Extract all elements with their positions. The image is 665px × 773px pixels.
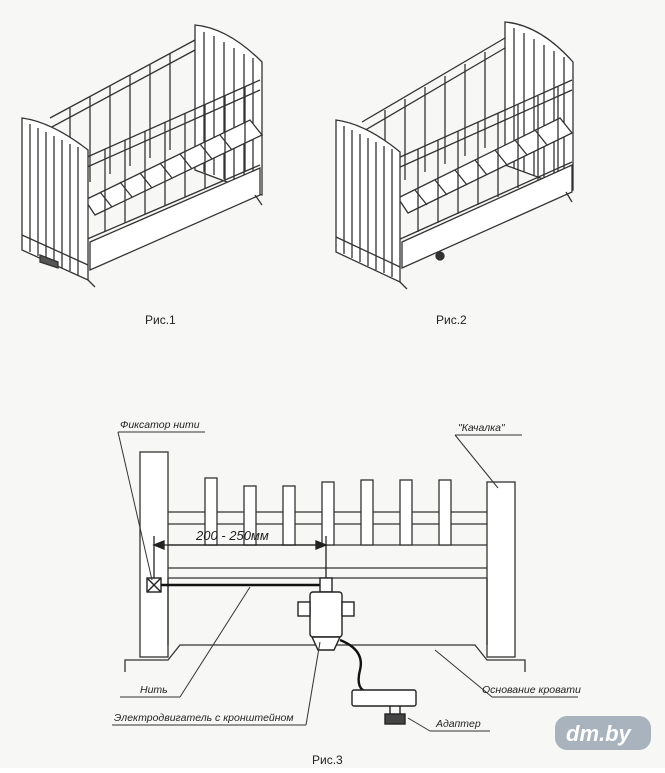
adapter-label: Адаптер bbox=[435, 718, 481, 730]
thread-label: Нить bbox=[140, 684, 168, 696]
rocker-label: "Качалка" bbox=[458, 422, 506, 434]
watermark-text: dm.by bbox=[566, 721, 633, 746]
figure-1-caption: Рис.1 bbox=[145, 313, 176, 327]
figure-2-caption: Рис.2 bbox=[436, 313, 467, 327]
motor-with-bracket bbox=[297, 577, 355, 651]
site-watermark: dm.by bbox=[555, 716, 651, 750]
dimension-arrow bbox=[152, 536, 328, 578]
thread-fixator bbox=[146, 577, 162, 593]
power-adapter bbox=[351, 689, 417, 725]
bed-base-label: Основание кровати bbox=[482, 684, 581, 696]
crib-illustration-1 bbox=[21, 24, 264, 288]
crib-illustration-2 bbox=[335, 21, 574, 290]
leader-lines bbox=[112, 431, 578, 732]
dimension-label: 200 - 250мм bbox=[195, 528, 269, 543]
right-post bbox=[486, 481, 516, 658]
motor-installation-diagram bbox=[124, 451, 526, 672]
figure-3-caption: Рис.3 bbox=[312, 753, 343, 767]
motor-label: Электродвигатель с кронштейном bbox=[114, 712, 294, 724]
thread-fixator-label: Фиксатор нити bbox=[120, 419, 200, 431]
motor-cable bbox=[339, 638, 369, 694]
